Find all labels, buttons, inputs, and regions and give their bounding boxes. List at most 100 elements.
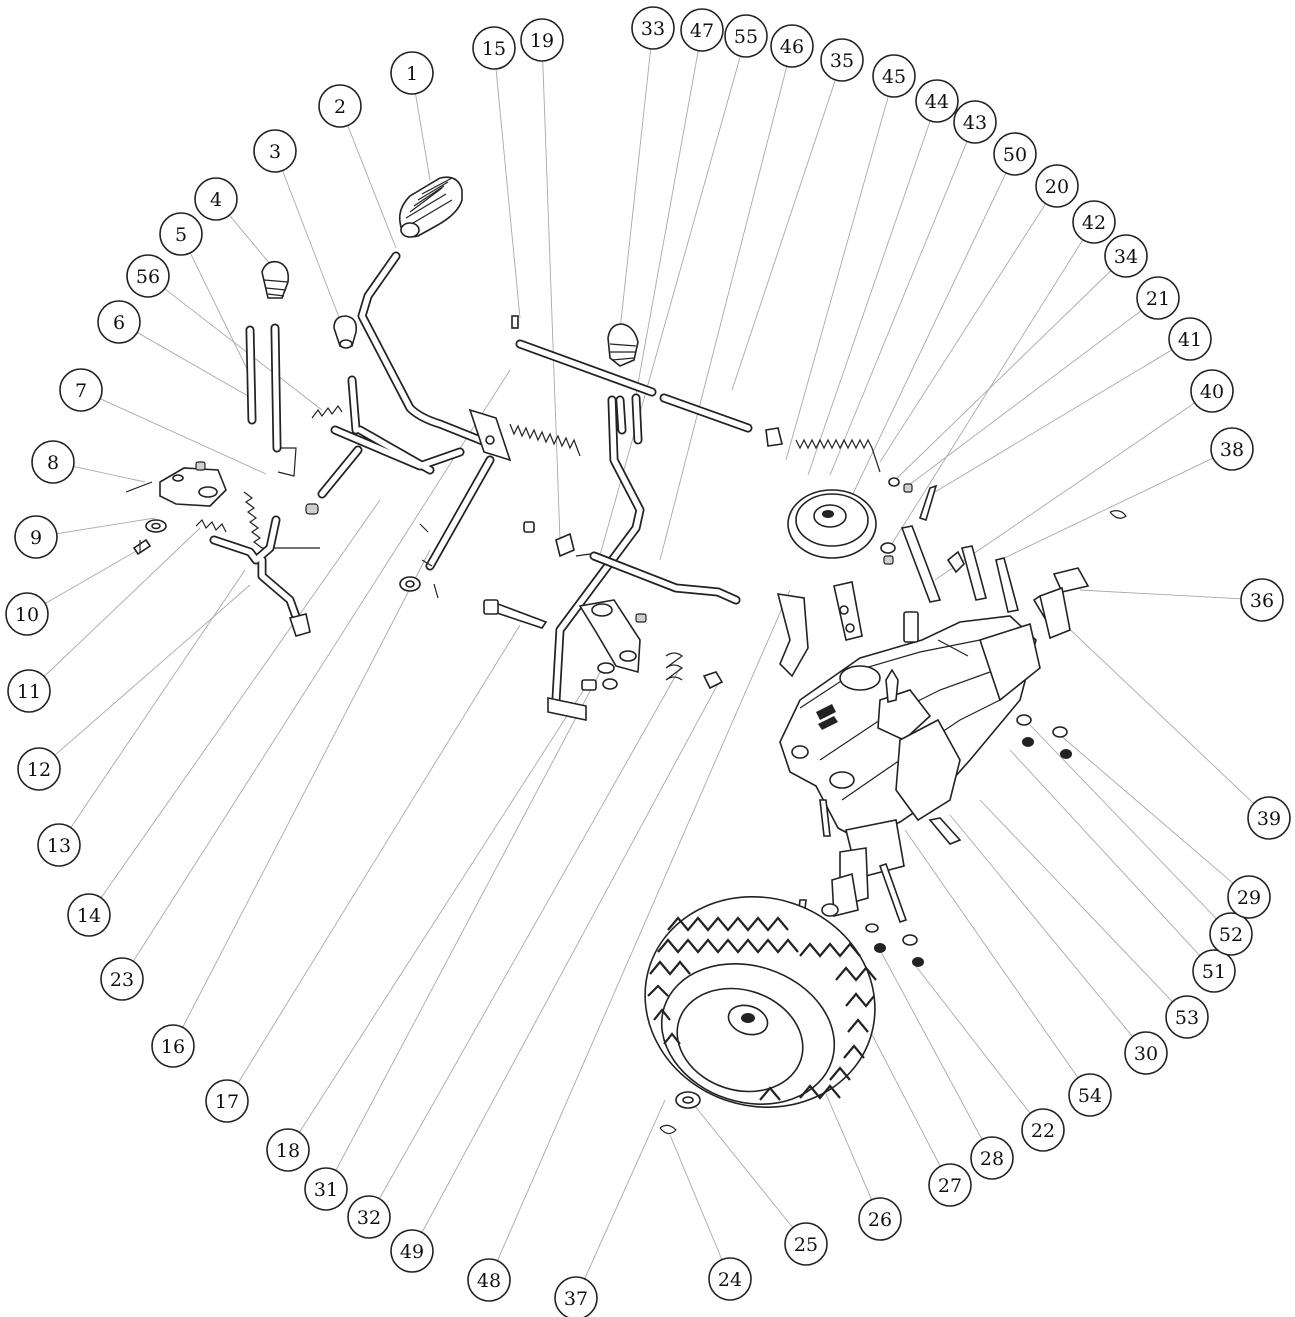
leader-line-45 [785,96,889,461]
callout-49: 49 [390,1229,434,1273]
callout-number: 47 [690,20,714,42]
callout-number: 14 [77,905,101,927]
callout-3: 3 [253,129,297,173]
callout-circle [708,1257,752,1301]
callout-6: 6 [97,300,141,344]
callout-47: 47 [680,8,724,52]
callout-25: 25 [784,1222,828,1266]
callout-number: 37 [564,1288,588,1310]
leader-line-47 [634,50,699,401]
callout-number: 5 [175,224,187,246]
callout-1: 1 [390,51,434,95]
callout-number: 23 [110,969,134,991]
small-parts-19 [523,521,605,558]
leader-line-35 [731,79,836,391]
callout-circle [390,1229,434,1273]
bracket-8-9 [125,461,227,556]
callout-circle [151,1024,195,1068]
rod-15 [511,315,753,433]
callout-number: 32 [357,1207,381,1229]
callout-number: 21 [1146,288,1170,310]
callout-51: 51 [1192,949,1236,993]
leader-line-29 [1059,734,1234,884]
springs-11-13 [195,491,320,549]
knob-33 [607,323,639,367]
callout-circle [7,669,51,713]
callout-5: 5 [159,212,203,256]
callout-circle [1165,995,1209,1039]
leader-line-50 [849,172,1007,501]
callout-number: 31 [314,1179,338,1201]
spring-45 [795,438,881,473]
callout-35: 35 [820,38,864,82]
callout-circle [820,38,864,82]
callout-31: 31 [304,1167,348,1211]
callout-circle [100,957,144,1001]
callout-circle [14,515,58,559]
callout-21: 21 [1136,276,1180,320]
callout-28: 28 [970,1136,1014,1180]
callout-29: 29 [1227,875,1271,919]
bracket-14 [468,408,512,462]
leader-line-56 [164,288,323,411]
callout-circle [347,1195,391,1239]
leader-lines [43,48,1255,1280]
leader-line-12 [54,584,251,756]
callout-circle [993,132,1037,176]
leader-line-32 [378,667,681,1199]
leader-line-7 [99,398,267,475]
callout-44: 44 [915,79,959,123]
callout-number: 44 [925,91,949,113]
leader-line-21 [904,310,1142,489]
callout-number: 42 [1082,212,1106,234]
callout-circle [126,254,170,298]
callout-7: 7 [59,368,103,412]
callout-number: 38 [1220,439,1244,461]
wheel-hardware [659,1091,701,1135]
pedal-grip [398,176,463,238]
callout-15: 15 [472,26,516,70]
leader-line-20 [879,203,1047,463]
callout-circle [59,368,103,412]
bolt-18 [483,599,548,629]
callout-number: 55 [734,26,758,48]
callout-circle [194,177,238,221]
callout-circle [554,1276,598,1317]
callout-48: 48 [467,1258,511,1302]
leader-line-39 [1059,619,1255,804]
callout-26: 26 [858,1197,902,1241]
callout-circle [1168,317,1212,361]
callout-13: 13 [37,823,81,867]
callout-circle [1021,1108,1065,1152]
leader-line-54 [904,829,1079,1079]
callout-circle [205,1079,249,1123]
callout-38: 38 [1210,427,1254,471]
callout-circle [159,212,203,256]
callout-number: 39 [1257,808,1281,830]
callout-33: 33 [631,6,675,50]
callout-number: 43 [963,112,987,134]
lift-lever [547,395,645,721]
rods-5-6 [245,323,297,477]
knob-3 [333,315,358,349]
callout-number: 49 [400,1241,424,1263]
callout-number: 54 [1078,1085,1102,1107]
callout-41: 41 [1168,317,1212,361]
callout-circle [1227,875,1271,919]
callout-17: 17 [205,1079,249,1123]
callout-circle [266,1128,310,1172]
callout-43: 43 [953,100,997,144]
spring-49 [665,652,724,690]
leader-line-8 [73,466,146,483]
callout-36: 36 [1240,578,1284,622]
callout-number: 13 [47,835,71,857]
callout-39: 39 [1247,796,1291,840]
leader-line-3 [282,170,341,321]
callout-number: 22 [1031,1120,1055,1142]
leader-line-38 [999,457,1214,561]
callout-number: 45 [882,66,906,88]
callout-circle [1136,276,1180,320]
transaxle-housing [776,581,1041,924]
callout-circle [520,18,564,62]
callout-number: 53 [1175,1007,1199,1029]
